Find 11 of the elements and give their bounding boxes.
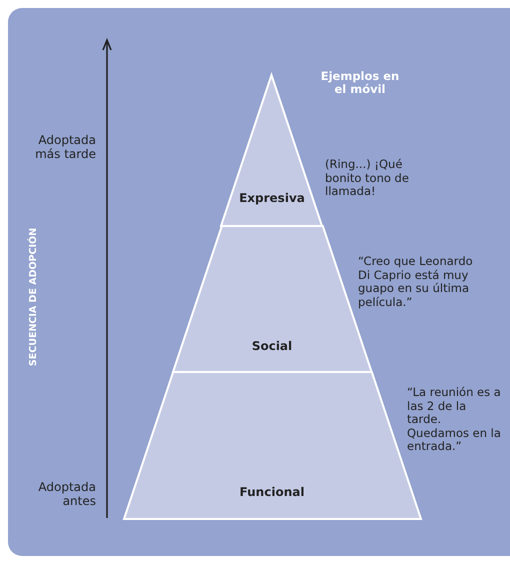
column-heading: Ejemplos en el móvil bbox=[320, 70, 400, 96]
tier-label: Social bbox=[252, 339, 292, 353]
example-quote: (Ring...) ¡Qué bonito tono de llamada! bbox=[325, 158, 410, 198]
tier-label: Expresiva bbox=[239, 191, 305, 205]
axis-end-label: Adoptada más tarde bbox=[34, 133, 96, 161]
axis-end-label: Adoptada antes bbox=[37, 480, 96, 508]
example-quote: “La reunión es a las 2 de la tarde. Quedamos en la entrada.” bbox=[407, 386, 502, 454]
example-quote: “Creo que Leonardo Di Caprio está muy guapo en su última película.” bbox=[358, 255, 474, 309]
axis-title: SECUENCIA DE ADOPCIÓN bbox=[27, 226, 40, 368]
tier-label: Funcional bbox=[240, 485, 304, 499]
pyramid-tier bbox=[221, 75, 322, 226]
